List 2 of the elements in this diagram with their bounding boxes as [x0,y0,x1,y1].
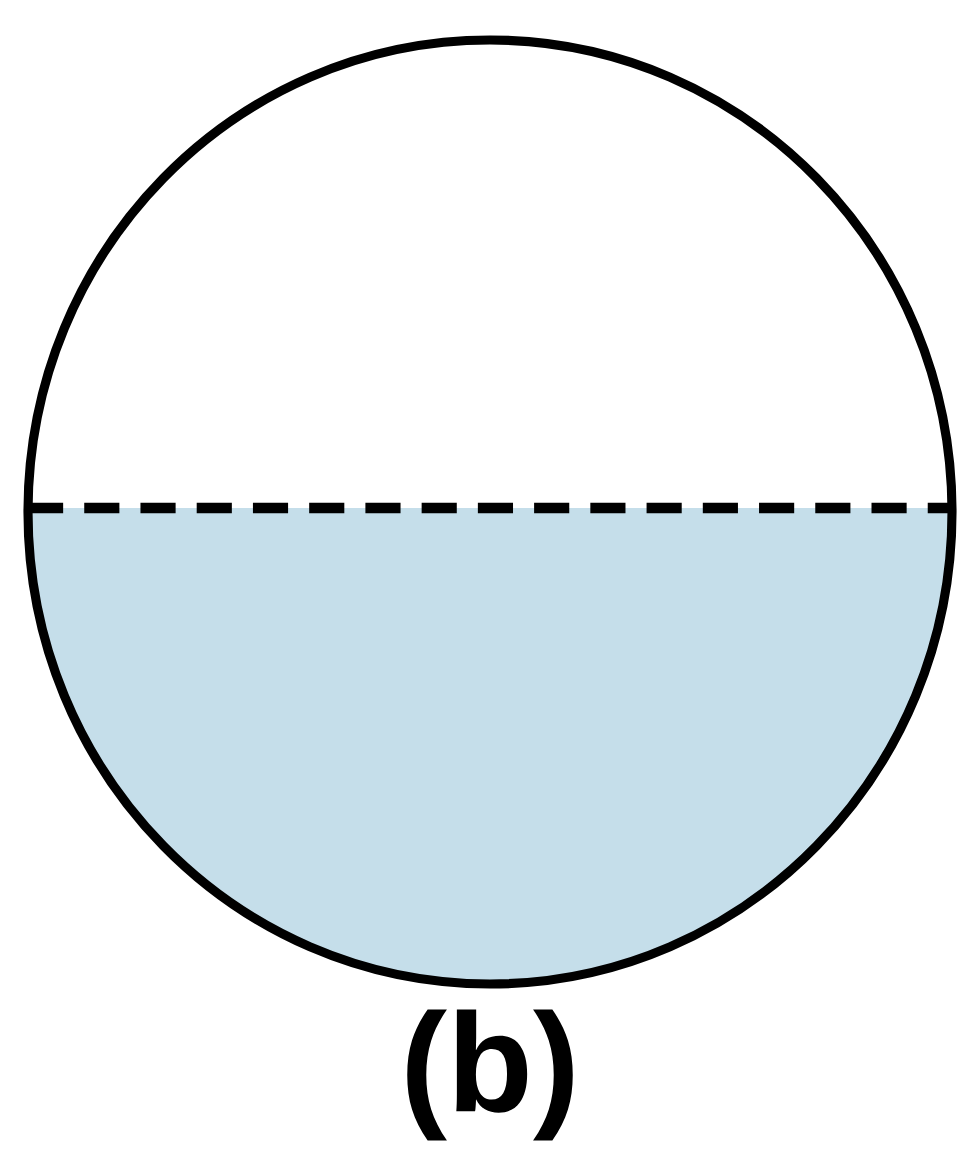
caption: (b) [407,1009,573,1141]
sphere-outline [23,35,957,989]
